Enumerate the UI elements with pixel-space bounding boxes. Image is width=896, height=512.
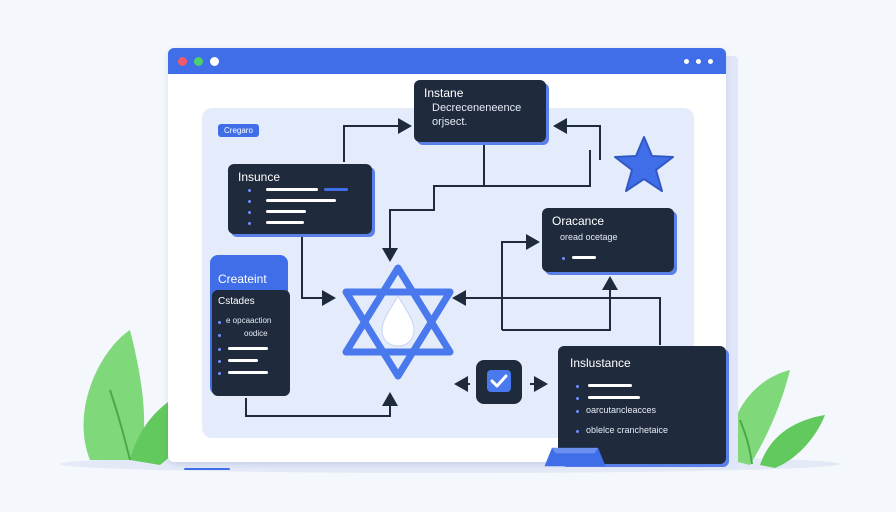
- side-card-header-label: Createint: [218, 272, 267, 286]
- instance-node-top[interactable]: Instane Decreceneneence orjsect.: [414, 80, 546, 142]
- node-line: oodice: [244, 329, 268, 338]
- right-plant: [729, 370, 825, 468]
- node-line: orjsect.: [432, 116, 468, 128]
- node-title: Instane: [424, 86, 464, 100]
- menu-dot[interactable]: [696, 59, 701, 64]
- bullet: [248, 200, 251, 203]
- checkbox-fill: [487, 370, 511, 392]
- checkbox[interactable]: [476, 360, 522, 404]
- menu-dot[interactable]: [708, 59, 713, 64]
- text-line: [266, 210, 306, 213]
- window-titlebar: [168, 48, 726, 74]
- bullet: [218, 360, 221, 363]
- bullet: [218, 372, 221, 375]
- node-title: Insunce: [238, 170, 281, 184]
- bullet: [576, 410, 579, 413]
- check-icon: [490, 374, 508, 388]
- node-line: e opcaaction: [226, 316, 272, 325]
- bullet: [248, 189, 251, 192]
- bullet: [576, 385, 579, 388]
- text-line: [266, 188, 318, 191]
- bullet: [248, 211, 251, 214]
- node-title: Inslustance: [570, 356, 631, 370]
- node-line: oread ocetage: [560, 232, 618, 242]
- star-of-david-icon: [342, 264, 454, 380]
- text-line: [228, 359, 258, 362]
- bullet: [218, 321, 221, 324]
- bullet: [218, 334, 221, 337]
- node-line: Decreceneneence: [432, 102, 522, 114]
- text-line: [572, 256, 596, 259]
- bullet: [562, 257, 565, 260]
- bullet: [248, 222, 251, 225]
- text-line: [324, 188, 348, 191]
- maximize-dot[interactable]: [210, 57, 219, 66]
- menu-dot[interactable]: [684, 59, 689, 64]
- bullet: [576, 430, 579, 433]
- node-line: oarcutancleacces: [586, 405, 657, 415]
- text-line: [228, 347, 268, 350]
- pedestal: [544, 447, 606, 467]
- canvas-tag[interactable]: Cregaro: [218, 124, 259, 137]
- text-line: [266, 199, 336, 202]
- text-line: [588, 384, 632, 387]
- instance-node-right[interactable]: Oracance oread ocetage: [542, 208, 674, 272]
- side-card[interactable]: Cstades e opcaaction oodice: [212, 290, 290, 396]
- node-title: Oracance: [552, 214, 605, 228]
- node-title: Cstades: [218, 296, 255, 307]
- close-dot[interactable]: [178, 57, 187, 66]
- text-line: [228, 371, 268, 374]
- text-line: [266, 221, 304, 224]
- bullet: [218, 348, 221, 351]
- instance-node-bottom[interactable]: Inslustance oarcutancleacces oblelce cra…: [558, 346, 726, 464]
- star-icon: [614, 136, 674, 192]
- text-line: [588, 396, 640, 399]
- bullet: [576, 397, 579, 400]
- node-line: oblelce cranchetaice: [586, 425, 669, 435]
- instance-node-left[interactable]: Insunce: [228, 164, 372, 234]
- minimize-dot[interactable]: [194, 57, 203, 66]
